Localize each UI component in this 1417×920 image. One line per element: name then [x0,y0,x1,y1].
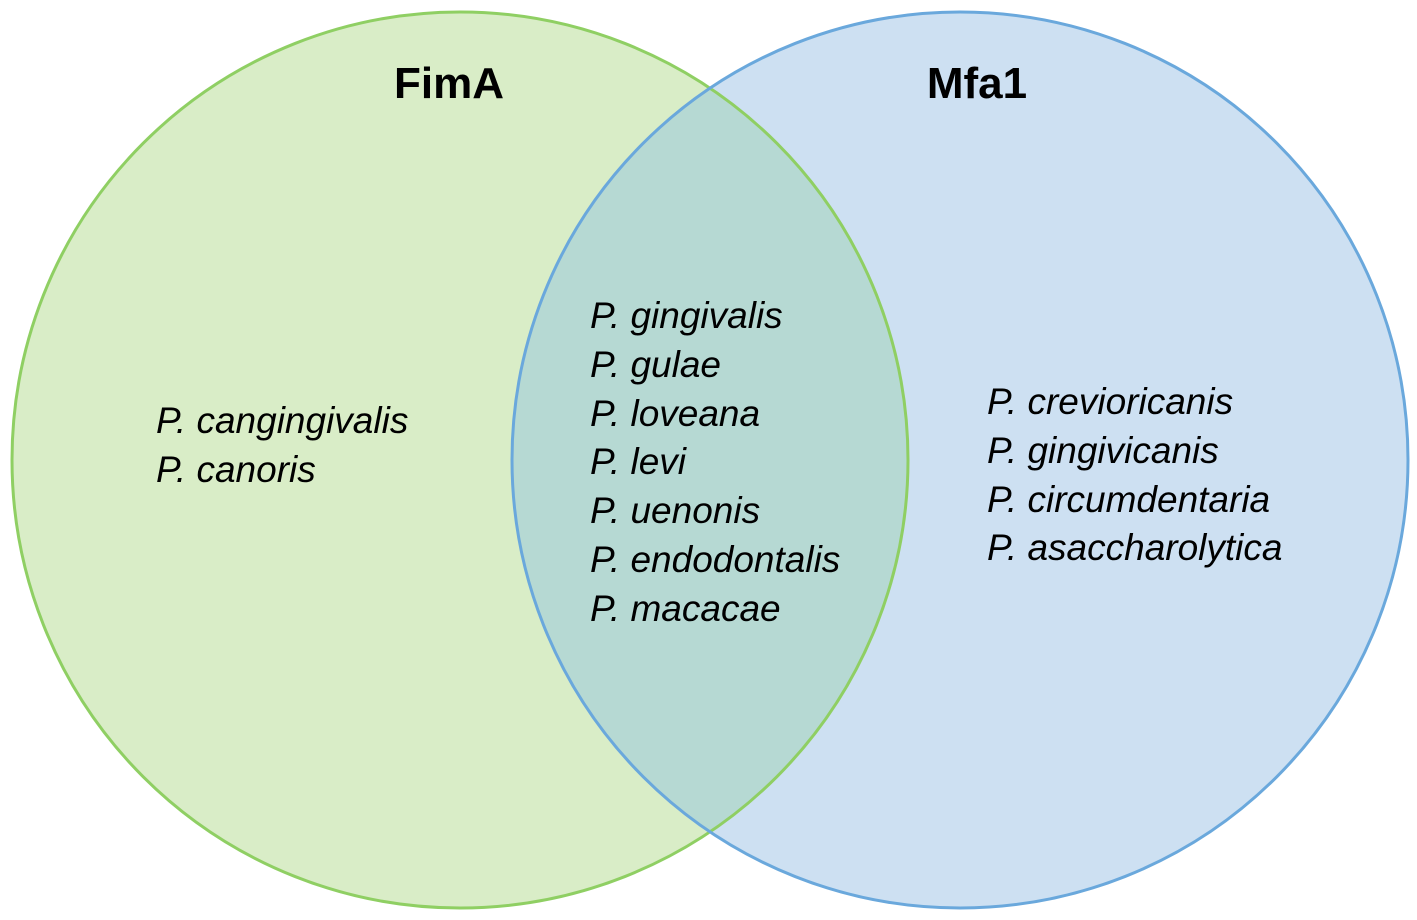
species-item: P. canoris [156,448,316,490]
shared-species-list: P. gingivalis P. gulae P. loveana P. lev… [590,292,840,634]
intersection-region [512,12,908,908]
fima-only-list: P. cangingivalis P. canoris [156,397,408,495]
species-item: P. gingivicanis [987,429,1219,471]
species-item: P. levi [590,441,686,483]
fima-title: FimA [394,59,504,108]
species-item: P. macacae [590,587,781,629]
species-item: P. endodontalis [590,538,841,580]
mfa1-outline [510,10,1410,910]
mfa1-title: Mfa1 [926,59,1028,108]
species-item: P. gulae [590,343,721,385]
fima-outline [10,10,910,910]
species-item: P. uenonis [590,490,761,532]
species-item: P. gingivalis [590,295,783,336]
species-item: P. asaccharolytica [987,527,1283,569]
species-item: P. loveana [590,392,761,434]
species-item: P. circumdentaria [987,478,1271,520]
species-item: P. crevioricanis [987,381,1234,422]
species-item: P. cangingivalis [156,400,409,441]
mfa1-only-list: P. crevioricanis P. gingivicanis P. circ… [987,378,1282,573]
